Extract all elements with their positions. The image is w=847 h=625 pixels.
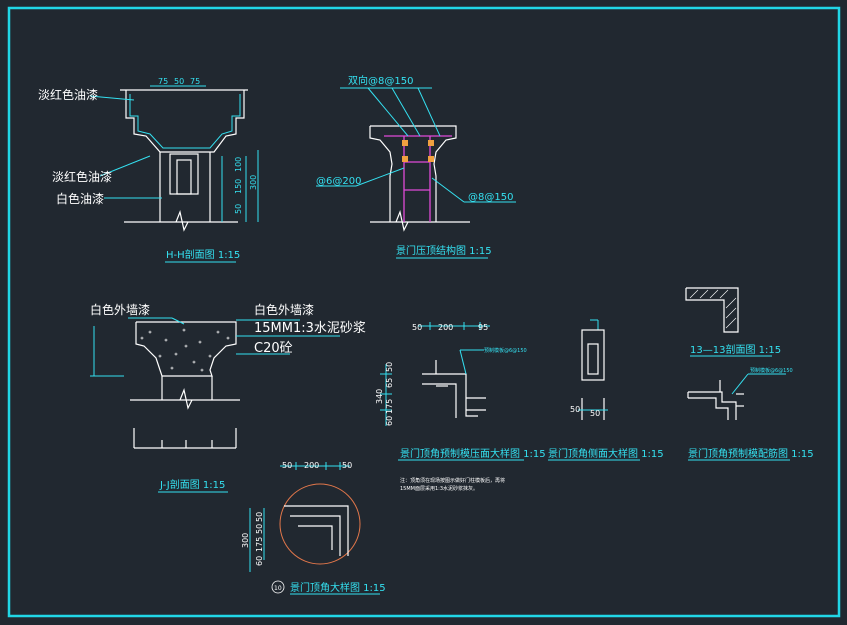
corner-dim-v-50a: 50 (255, 512, 264, 522)
hh-dim-top-a: 75 (158, 77, 168, 86)
corner-dim-v-50b: 50 (255, 524, 264, 534)
drawing-frame (7, 6, 841, 618)
structure-callout-right: @8@150 (468, 192, 513, 203)
jj-section-title: J-J剖面图 1:15 (159, 478, 225, 491)
section-13-title: 13—13剖面图 1:15 (690, 343, 781, 356)
plan-detail-drawing (380, 322, 490, 426)
structure-title: 景门压顶结构图 1:15 (396, 244, 492, 257)
structure-callout-left: @6@200 (316, 176, 361, 187)
plan-dim-v-50: 50 (385, 362, 394, 372)
section-13-drawing (685, 287, 739, 333)
corner-dim-50b: 50 (342, 461, 352, 470)
hh-section-title: H-H剖面图 1:15 (166, 248, 240, 261)
jj-label-concrete: C20砼 (254, 341, 293, 356)
side-detail-title: 景门顶角侧面大样图 1:15 (548, 447, 664, 460)
structure-drawing (316, 87, 516, 232)
jj-label-white-paint-left: 白色外墙漆 (90, 302, 150, 317)
hh-dim-v-100: 100 (234, 157, 243, 172)
corner-dim-v-175: 175 (255, 537, 264, 552)
side-dim-50a: 50 (570, 405, 580, 414)
hh-label-paint-red-top: 淡红色油漆 (38, 87, 98, 102)
side-dim-50b: 50 (590, 409, 600, 418)
detail-marker-circle (271, 580, 285, 594)
plan-dim-v-175: 175 (385, 399, 394, 414)
hh-dim-v-150: 150 (234, 179, 243, 194)
hh-dim-v-300: 300 (249, 175, 258, 190)
plan-dim-50: 50 (412, 323, 422, 332)
jj-label-white-paint-right: 白色外墙漆 (254, 302, 314, 317)
plan-dim-95: 95 (478, 323, 488, 332)
hh-dim-top-b: 50 (174, 77, 184, 86)
corner-detail-drawing (249, 462, 361, 572)
jj-section-drawing (90, 317, 340, 449)
detail-marker-number: 10 (274, 585, 282, 592)
hh-dim-v-50: 50 (234, 204, 243, 214)
mold-callout: 预制模板@6@150 (750, 367, 793, 374)
plan-callout: 预制模板@6@150 (484, 347, 527, 354)
plan-note-line2: 15MM面层采用1:3水泥砂浆抹灰。 (400, 485, 478, 492)
hh-dim-top-c: 75 (190, 77, 200, 86)
hh-label-paint-white: 白色油漆 (56, 191, 104, 206)
plan-dim-v-60: 60 (385, 416, 394, 426)
hh-section-drawing: 75 50 75 150 100 300 50 (89, 77, 259, 232)
plan-dim-200: 200 (438, 323, 453, 332)
plan-note-line1: 注：顶角须在现场按图示做好门柱模板后，再将 (400, 477, 505, 484)
corner-detail-title: 景门顶角大样图 1:15 (290, 581, 386, 594)
corner-dim-200: 200 (304, 461, 319, 470)
plan-dim-v-340: 340 (375, 389, 384, 404)
plan-detail-title: 景门顶角预制模压面大样图 1:15 (400, 447, 546, 460)
side-detail-drawing (578, 319, 608, 420)
corner-dim-v-60: 60 (255, 556, 264, 566)
structure-callout-top: 双向@8@150 (348, 74, 413, 87)
jj-label-mortar: 15MM1:3水泥砂浆 (254, 321, 366, 336)
mold-detail-title: 景门顶角预制模配筋图 1:15 (688, 447, 814, 460)
corner-dim-v-300: 300 (241, 533, 250, 548)
plan-dim-v-65: 65 (385, 378, 394, 388)
hh-label-paint-red: 淡红色油漆 (52, 169, 112, 184)
corner-dim-50a: 50 (282, 461, 292, 470)
mold-detail-drawing (687, 373, 786, 420)
